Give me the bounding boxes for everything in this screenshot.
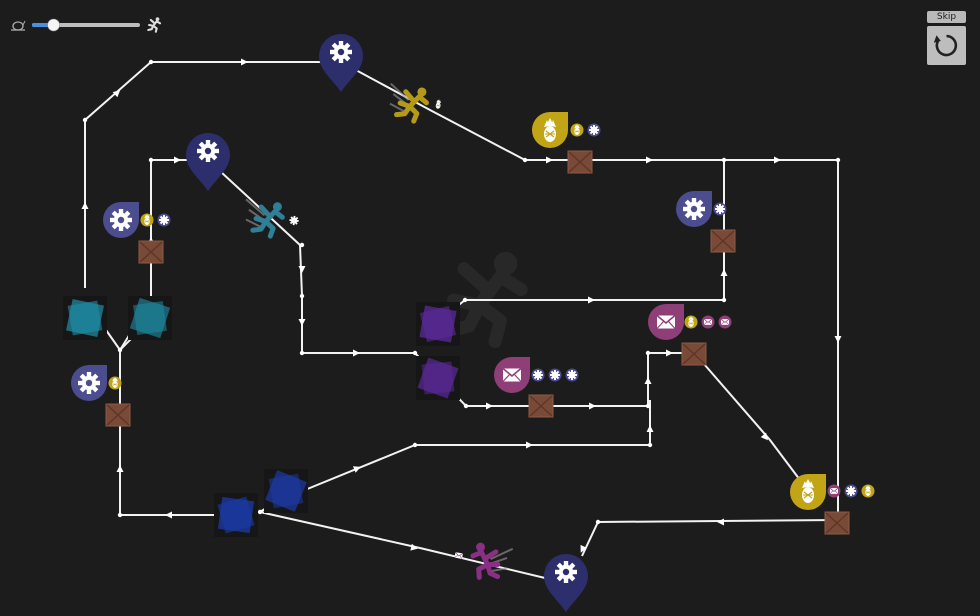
runner-yellow <box>389 84 442 125</box>
crate-icon <box>528 394 554 418</box>
demand-pineapple-icon <box>570 123 584 137</box>
station-mail-2[interactable] <box>494 357 579 418</box>
gear-pin-3[interactable] <box>544 554 588 612</box>
demand-gear-icon <box>548 368 562 382</box>
demand-mail-icon <box>718 315 732 329</box>
demand-mail-icon <box>827 484 841 498</box>
station-gear-1[interactable] <box>676 191 736 253</box>
runner-magenta <box>454 539 514 582</box>
station-gear-2[interactable] <box>103 202 171 264</box>
crate-icon <box>681 342 707 366</box>
restart-button[interactable] <box>927 26 966 65</box>
portal-blue-1[interactable] <box>214 493 258 537</box>
crate-icon <box>710 229 736 253</box>
gear-icon <box>555 561 577 583</box>
station-mail-1[interactable] <box>648 304 732 366</box>
demand-pineapple-icon <box>684 315 698 329</box>
crate-icon <box>567 150 593 174</box>
demand-gear-icon <box>713 202 727 216</box>
slider-thumb[interactable] <box>47 18 60 32</box>
demand-gear-icon <box>157 213 171 227</box>
skip-button[interactable]: Skip <box>927 11 966 23</box>
speed-slider[interactable] <box>10 14 170 34</box>
portal-blue-2[interactable] <box>264 469 308 513</box>
mail-icon <box>502 367 522 383</box>
runner-icon <box>147 17 162 33</box>
portal-teal-2[interactable] <box>128 296 172 340</box>
crate-icon <box>824 511 850 535</box>
station-pineapple-1[interactable] <box>532 112 601 174</box>
demand-pineapple-icon <box>861 484 875 498</box>
demand-pineapple-icon <box>108 376 122 390</box>
portal-teal-1[interactable] <box>63 296 107 340</box>
portal-purple-1[interactable] <box>416 302 460 346</box>
demand-gear-icon <box>844 484 858 498</box>
mail-icon <box>656 314 676 330</box>
gear-icon <box>197 140 219 162</box>
carried-pineapple-icon <box>435 98 442 110</box>
gear-icon <box>110 209 132 231</box>
crate-icon <box>138 240 164 264</box>
station-gear-3[interactable] <box>71 365 131 427</box>
restart-icon <box>933 34 958 57</box>
crate-icon <box>105 403 131 427</box>
gear-icon <box>78 372 100 394</box>
demand-gear-icon <box>531 368 545 382</box>
demand-gear-icon <box>587 123 601 137</box>
track-nodes <box>82 59 841 525</box>
demand-mail-icon <box>701 315 715 329</box>
demand-pineapple-icon <box>140 213 154 227</box>
gear-pin-1[interactable] <box>319 34 363 92</box>
gear-icon <box>330 41 352 63</box>
portal-purple-2[interactable] <box>416 356 460 400</box>
demand-gear-icon <box>565 368 579 382</box>
runner-teal <box>245 199 300 239</box>
carried-mail-icon <box>454 551 464 560</box>
carried-gear-icon <box>288 215 300 226</box>
snail-icon <box>11 20 26 31</box>
gear-icon <box>683 198 705 220</box>
gear-pin-2[interactable] <box>186 133 230 191</box>
station-pineapple-2[interactable] <box>790 474 875 535</box>
